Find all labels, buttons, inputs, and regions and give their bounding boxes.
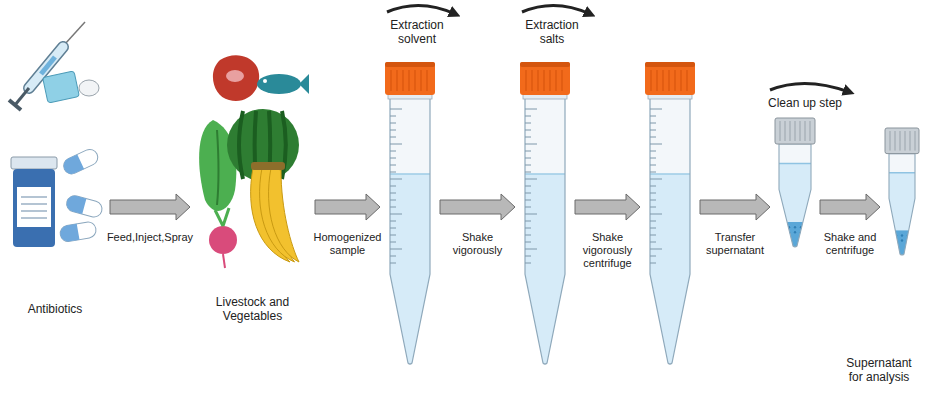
centrifuge-tube: Extraction salts	[520, 62, 570, 365]
cleanup-tube: Clean up step	[775, 118, 815, 248]
antibiotics-illustration: Antibiotics	[5, 22, 105, 327]
centrifuge-tube	[520, 62, 570, 365]
step-label: Supernatant for analysis	[839, 356, 919, 384]
step-label: Antibiotics	[5, 302, 105, 316]
rotate-arrow	[770, 83, 849, 92]
block-arrow	[440, 194, 515, 220]
centrifuge-tube: Extraction solvent	[385, 62, 435, 365]
block-arrow	[820, 194, 880, 220]
arrow-label: Shake vigorously	[440, 231, 515, 257]
cleanup-tube: Supernatant for analysis	[885, 128, 919, 256]
arrow-label: Transfer supernatant	[699, 231, 771, 257]
arrow-label: Shake and centrifuge	[818, 231, 882, 257]
cleanup-tube	[885, 128, 919, 256]
step-label: Clean up step	[755, 96, 855, 110]
step-label: Extraction solvent	[377, 18, 457, 46]
step-label: Livestock and Vegetables	[195, 295, 310, 323]
rotate-arrow	[522, 5, 590, 14]
arrow-label: Shake vigorously centrifuge	[573, 231, 643, 270]
food-illustration: Livestock and Vegetables	[195, 50, 310, 330]
arrow-label: Homogenized sample	[312, 231, 384, 257]
block-arrow	[575, 194, 640, 220]
block-arrow	[700, 194, 770, 220]
centrifuge-tube	[645, 62, 695, 365]
food-illustration	[195, 50, 310, 330]
centrifuge-tube	[645, 62, 695, 365]
arrow-label: Feed,Inject,Spray	[104, 231, 196, 244]
centrifuge-tube	[385, 62, 435, 365]
cleanup-tube	[775, 118, 815, 248]
block-arrow	[315, 194, 380, 220]
step-label: Extraction salts	[512, 18, 592, 46]
antibiotics-illustration	[5, 22, 105, 327]
block-arrow	[110, 194, 190, 220]
rotate-arrow	[387, 5, 455, 14]
